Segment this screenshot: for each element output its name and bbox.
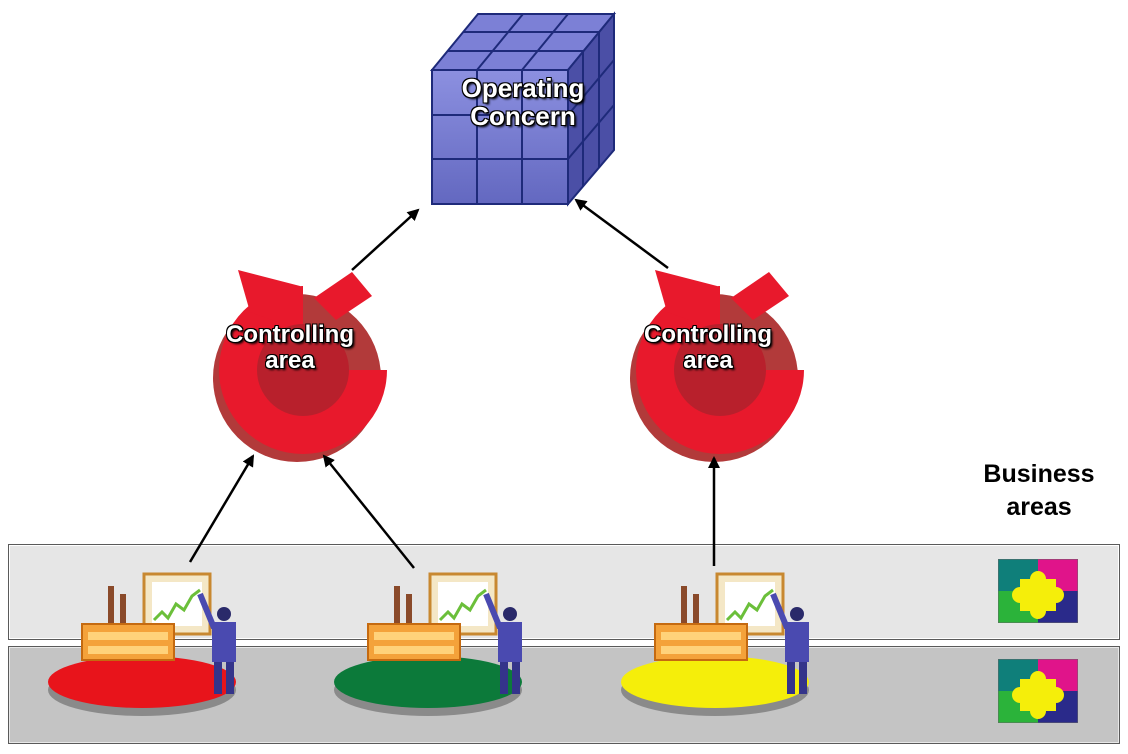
plant-platform bbox=[48, 656, 236, 708]
factory-icon bbox=[367, 623, 461, 661]
chimney-icon bbox=[681, 586, 687, 624]
puzzle-icon bbox=[998, 659, 1078, 723]
chimney-icon bbox=[394, 586, 400, 624]
controlling-area-1-line1: Controlling bbox=[226, 321, 354, 348]
chimney-icon bbox=[108, 586, 114, 624]
business-areas-line2: areas bbox=[1006, 492, 1072, 521]
controlling-area-2-line1: Controlling bbox=[644, 321, 772, 348]
controlling-area-label-2: Controlling area bbox=[613, 322, 803, 374]
controlling-area-2-line2: area bbox=[683, 346, 733, 374]
plant-platform bbox=[334, 656, 522, 708]
person-icon bbox=[790, 607, 804, 621]
plant-2 bbox=[334, 572, 522, 716]
arrow-plant1-to-ca1 bbox=[188, 454, 255, 563]
arrow-ca2-to-concern bbox=[574, 198, 669, 270]
controlling-area-cycle-1 bbox=[213, 270, 387, 462]
operating-concern-line1: Operating bbox=[461, 73, 585, 103]
factory-icon bbox=[654, 623, 748, 661]
arrow-plant2-to-ca1 bbox=[322, 454, 415, 569]
puzzle-icon bbox=[998, 559, 1078, 623]
operating-concern-cube bbox=[429, 11, 617, 207]
person-icon bbox=[503, 607, 517, 621]
operating-concern-line2: Concern bbox=[470, 101, 576, 132]
plant-3 bbox=[621, 572, 809, 716]
operating-concern-label: Operating Concern bbox=[430, 74, 616, 130]
business-areas-label: Business areas bbox=[960, 458, 1118, 523]
arrows bbox=[188, 198, 720, 569]
factory-icon bbox=[81, 623, 175, 661]
person-icon bbox=[217, 607, 231, 621]
plant-1 bbox=[48, 572, 236, 716]
controlling-area-1-line2: area bbox=[265, 346, 315, 374]
arrow-ca1-to-concern bbox=[351, 208, 420, 271]
controlling-area-label-1: Controlling area bbox=[195, 322, 385, 374]
controlling-area-cycle-2 bbox=[630, 270, 804, 462]
plant-platform bbox=[621, 656, 809, 708]
business-areas-line1: Business bbox=[983, 460, 1095, 488]
